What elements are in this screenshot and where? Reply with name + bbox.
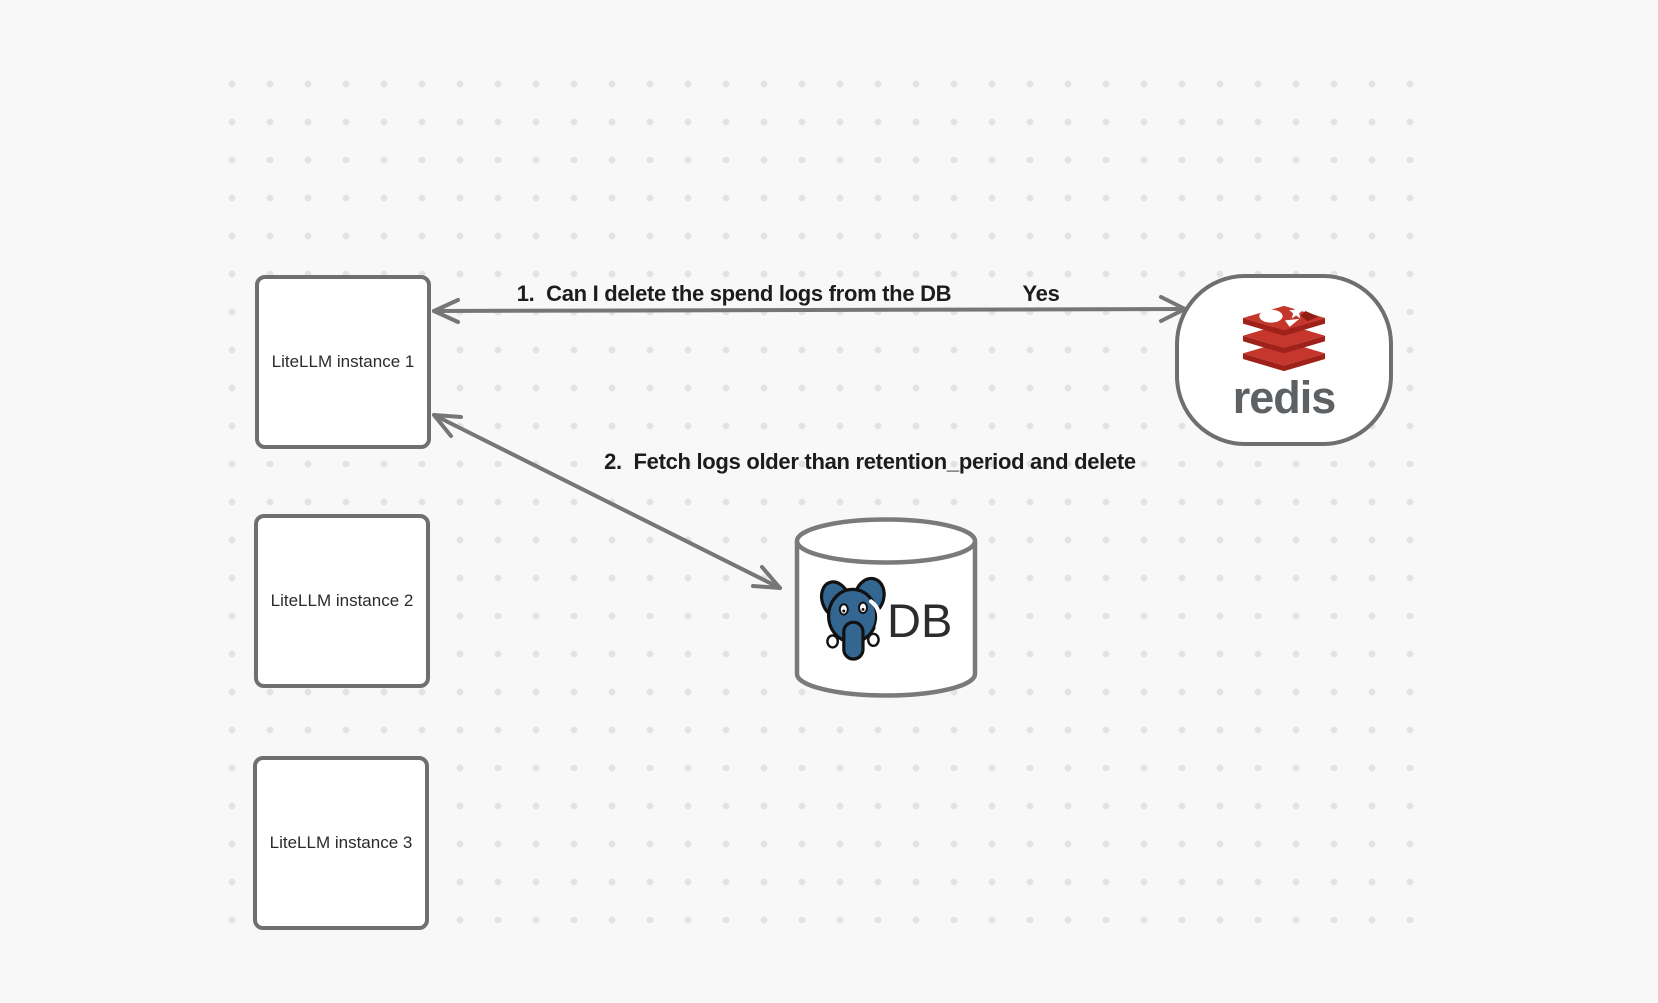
arrowhead — [432, 298, 460, 324]
node-litellm-instance-3[interactable]: LiteLLM instance 3 — [253, 756, 429, 930]
redis-diamond-shape — [1300, 310, 1319, 322]
node-litellm-instance-1[interactable]: LiteLLM instance 1 — [255, 275, 431, 449]
arrowhead — [751, 565, 782, 590]
arrow-2-label[interactable]: 2. Fetch logs older than retention_perio… — [604, 449, 1136, 474]
redis-cookie-shape — [1259, 309, 1283, 323]
arrowhead — [432, 413, 463, 438]
redis-star-shape — [1289, 304, 1304, 319]
redis-triangle-shape — [1284, 318, 1300, 327]
arrow-litellm-db[interactable] — [432, 413, 782, 590]
node-litellm-instance-2[interactable]: LiteLLM instance 2 — [254, 514, 430, 688]
arrow-1-label[interactable]: 1. Can I delete the spend logs from the … — [516, 281, 952, 306]
postgresql-logo-icon — [819, 576, 886, 661]
redis-logo-icon — [1242, 304, 1326, 372]
redis-wordmark: redis — [1232, 372, 1337, 423]
arrow-1-response-label[interactable]: Yes — [1022, 281, 1060, 306]
node-label: LiteLLM instance 3 — [269, 833, 413, 852]
node-label: LiteLLM instance 1 — [271, 352, 415, 371]
db-label: DB — [887, 594, 952, 647]
database-cylinder: DB — [794, 517, 978, 698]
node-label: LiteLLM instance 2 — [270, 591, 414, 610]
node-redis[interactable]: redis — [1175, 274, 1393, 446]
node-database[interactable]: DB — [793, 516, 979, 700]
